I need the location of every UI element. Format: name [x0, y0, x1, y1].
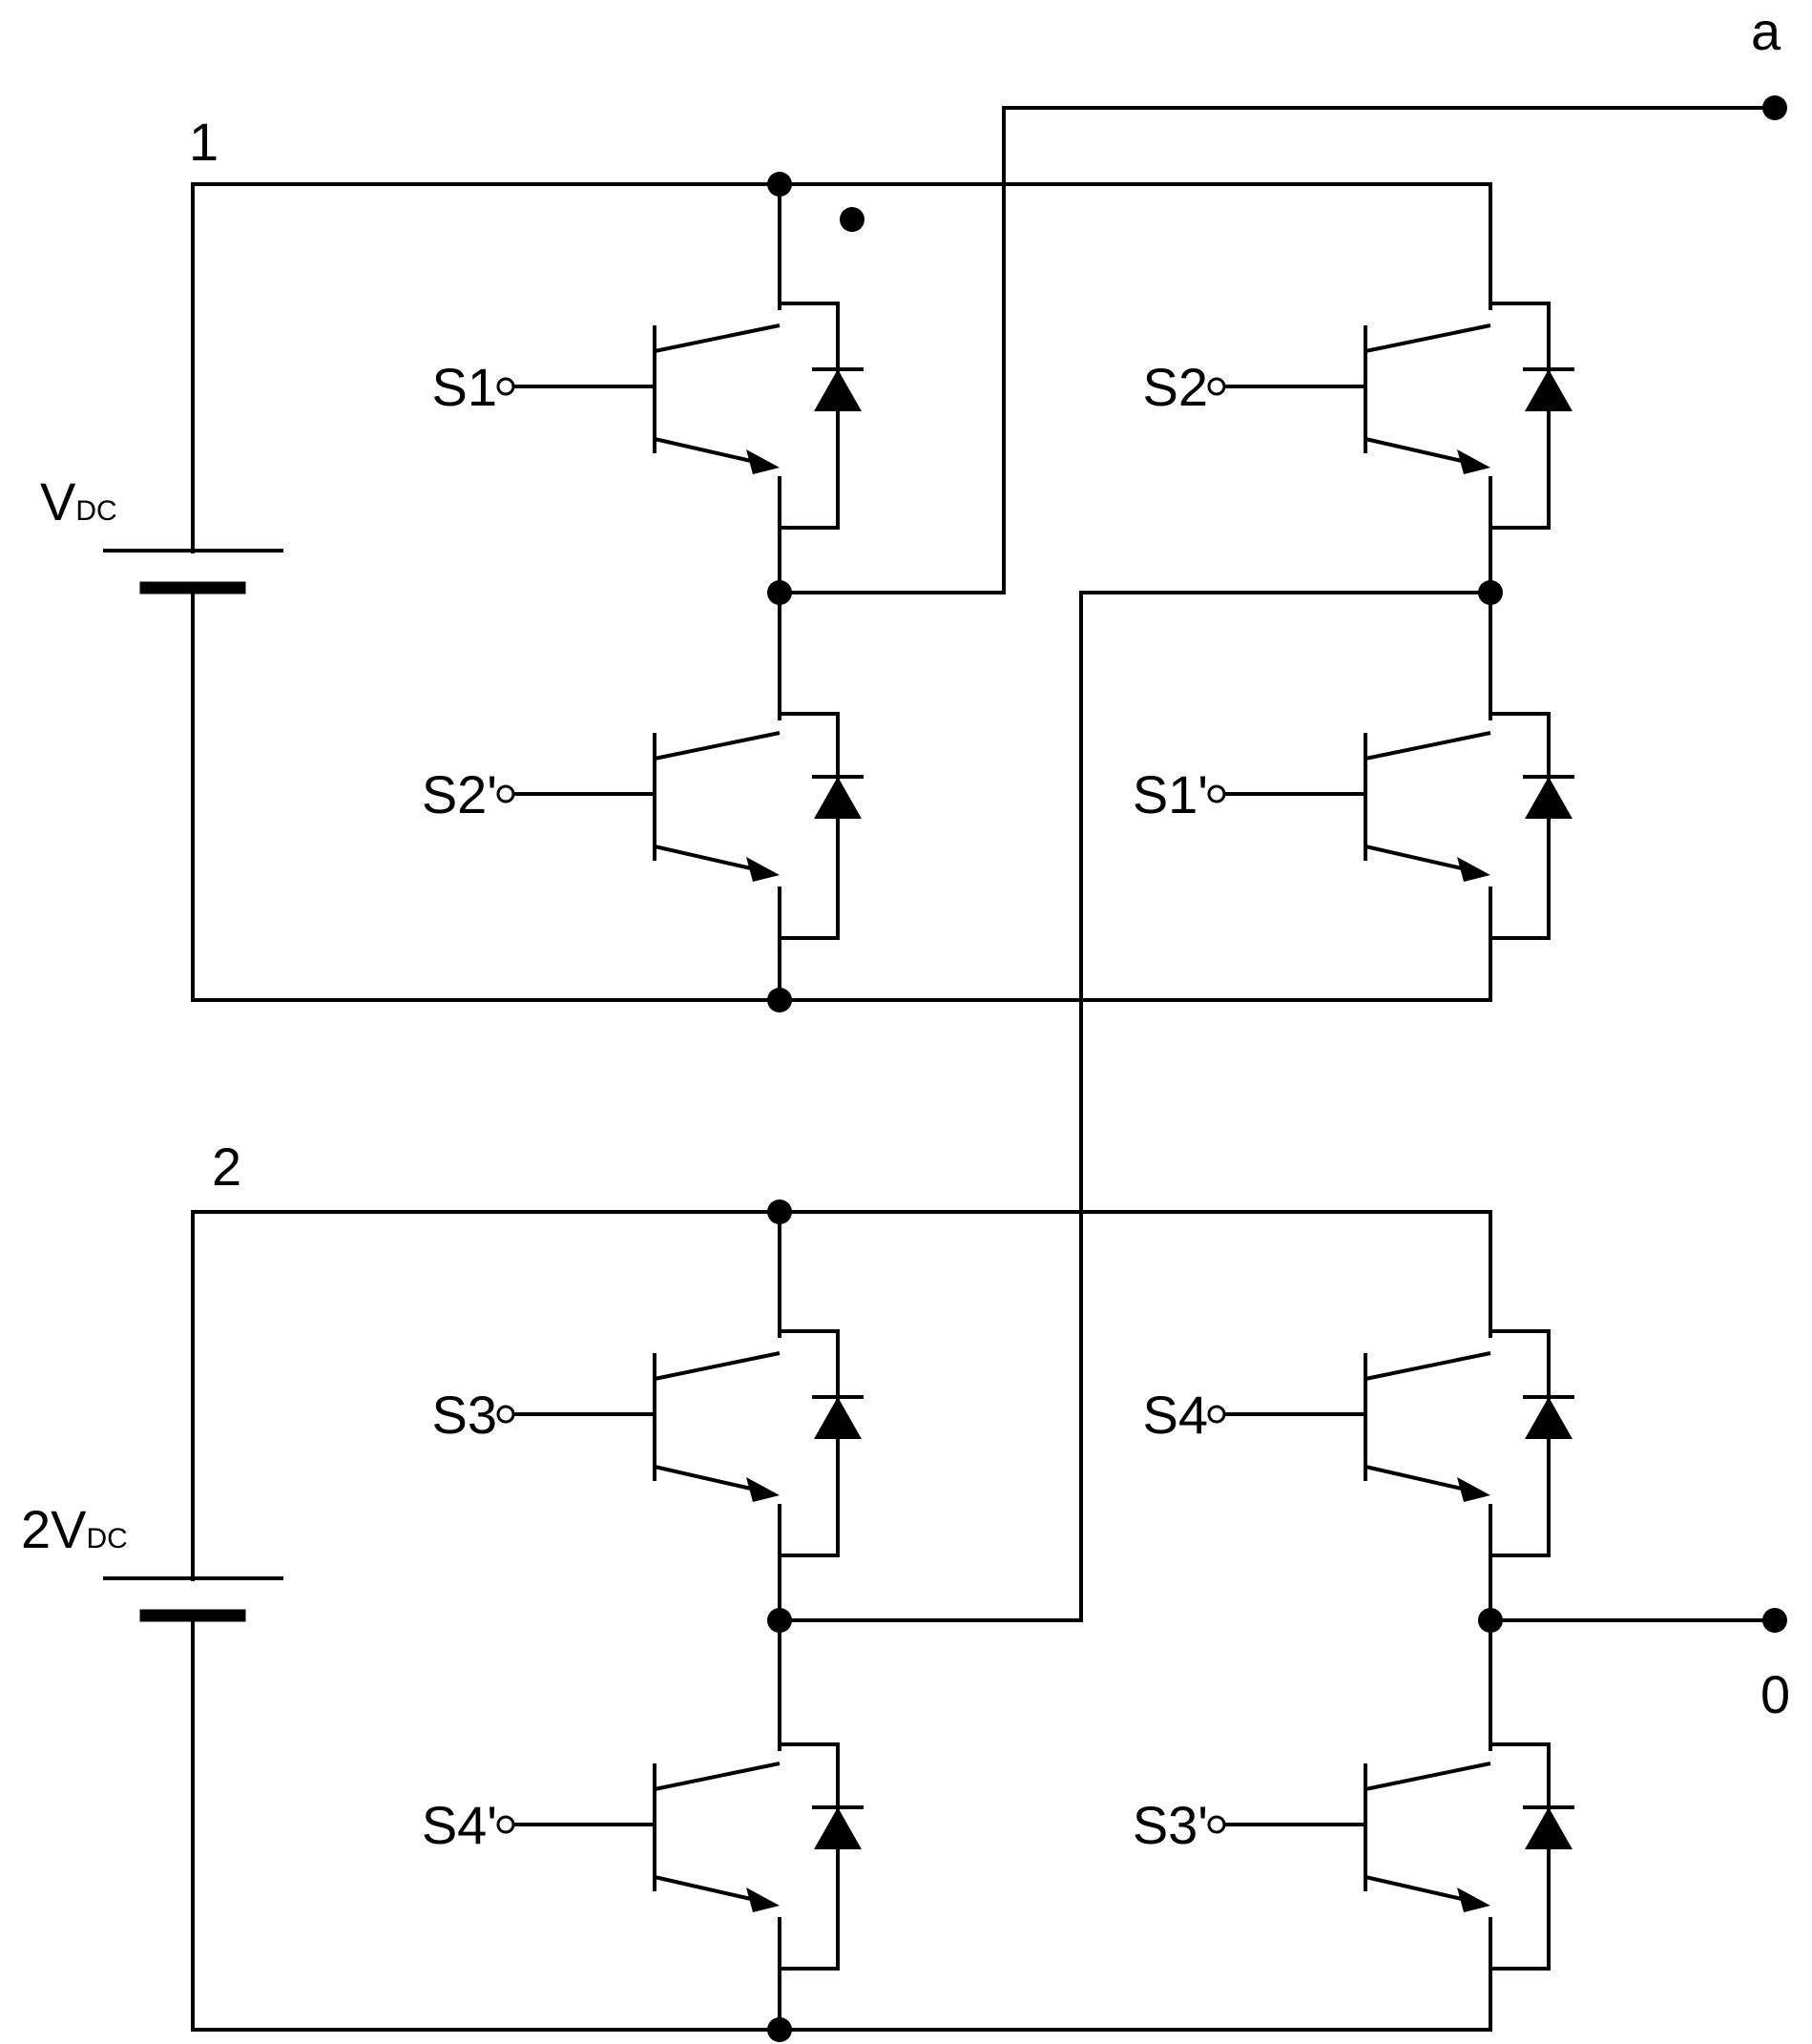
vdc-top-main: V — [40, 471, 76, 532]
node-2-label: 2 — [212, 1137, 241, 1197]
junction-dot — [1478, 580, 1503, 605]
junction-dot — [767, 2017, 792, 2042]
junction-dot — [767, 1199, 792, 1224]
top-negative-rail — [191, 587, 1492, 1002]
wires — [103, 106, 1777, 2032]
switch-s4-prime-label: S4' — [422, 1795, 497, 1855]
junction-dot — [1762, 1608, 1787, 1633]
bottom-positive-rail — [191, 1210, 1492, 1581]
switch-s3-label: S3 — [432, 1385, 498, 1445]
switch-s2-label: S2 — [1143, 357, 1209, 417]
junction-dot — [767, 988, 792, 1012]
junction-dot — [840, 207, 864, 232]
vdc-bottom-label: 2VDC — [21, 1499, 128, 1559]
switch-s1-label: S1 — [432, 357, 498, 417]
switch-s2-prime-label: S2' — [422, 764, 497, 824]
junction-dot — [767, 580, 792, 605]
switch-s3-prime: S3' — [1133, 1684, 1574, 1971]
vdc-bottom-prefix: 2V — [21, 1499, 87, 1559]
output-0-label: 0 — [1760, 1664, 1790, 1724]
switch-s3-prime-label: S3' — [1133, 1795, 1208, 1855]
switch-s4-prime: S4' — [422, 1684, 864, 1971]
node-1-label: 1 — [189, 112, 219, 172]
switch-s2: S2 — [1143, 243, 1574, 530]
switch-s4: S4 — [1143, 1271, 1574, 1557]
vdc-source-bottom — [103, 1576, 283, 1622]
bottom-negative-rail — [191, 1614, 1492, 2032]
junction-dot — [1762, 95, 1787, 120]
top-positive-rail — [191, 182, 1492, 553]
junction-dots — [767, 95, 1787, 2042]
junction-dot — [767, 172, 792, 197]
vdc-top-label: VDC — [40, 471, 117, 532]
switch-s1-prime: S1' — [1133, 654, 1574, 940]
switch-s2-prime: S2' — [422, 654, 864, 940]
vdc-top-sub: DC — [75, 495, 116, 527]
vdc-source-top — [103, 549, 283, 594]
vdc-bottom-sub: DC — [87, 1523, 128, 1554]
cross-link-wire — [778, 591, 1492, 1622]
junction-dot — [767, 1608, 792, 1633]
switch-s4-label: S4 — [1143, 1385, 1209, 1445]
switch-s1: S1 — [432, 243, 864, 530]
junction-dot — [1478, 1608, 1503, 1633]
switch-s3: S3 — [432, 1271, 864, 1557]
output-a-wire — [778, 106, 1777, 594]
output-a-label: a — [1751, 1, 1781, 61]
switch-s1-prime-label: S1' — [1133, 764, 1208, 824]
